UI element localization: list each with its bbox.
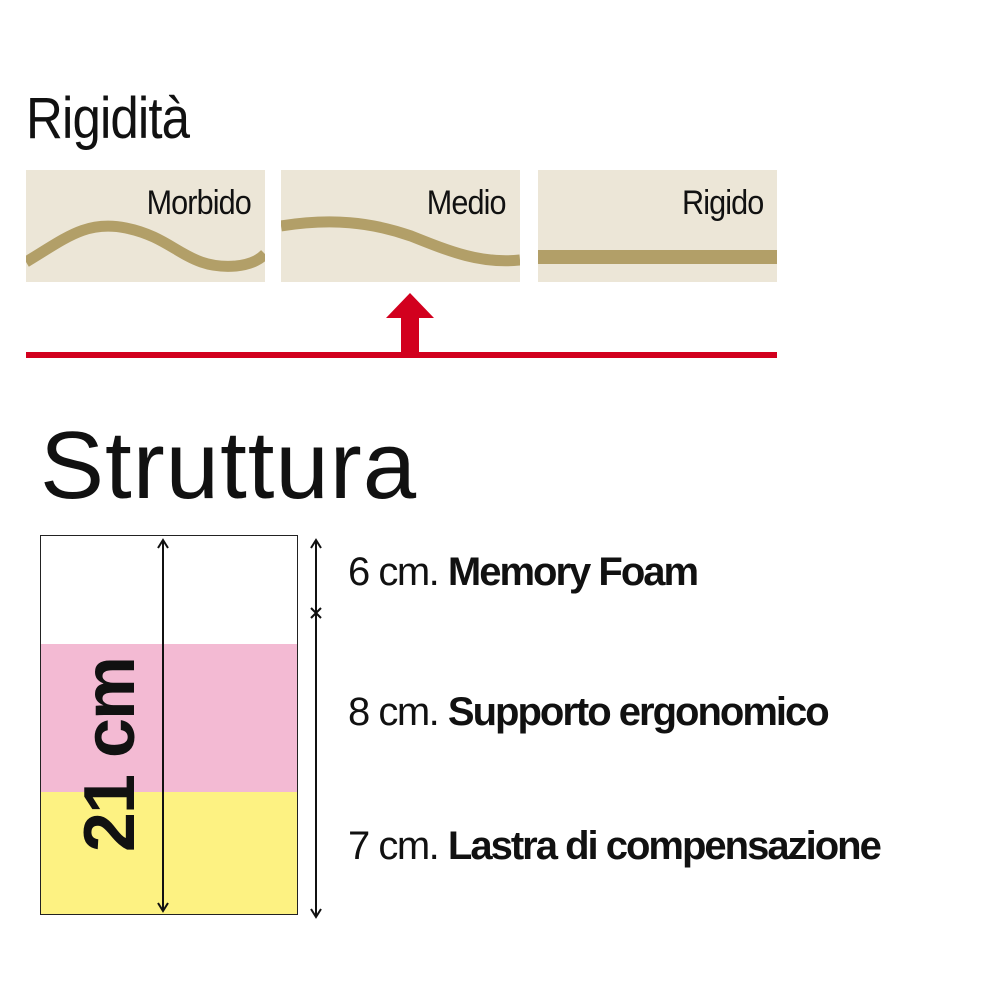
rigidity-title: Rigidità bbox=[26, 86, 190, 151]
layer-height-arrow-icon bbox=[310, 538, 322, 919]
layer-name: Memory Foam bbox=[447, 550, 699, 594]
rigidity-label-medium: Medio bbox=[427, 184, 507, 222]
layer-memory-foam-block bbox=[41, 536, 297, 644]
total-height-arrow-icon bbox=[157, 538, 169, 913]
layer-size: 8 cm. bbox=[348, 690, 440, 734]
rigidity-label-soft: Morbido bbox=[146, 184, 252, 222]
firm-line-icon bbox=[538, 250, 777, 264]
structure-title: Struttura bbox=[40, 412, 418, 519]
soft-wave-icon bbox=[26, 220, 265, 272]
layer-name: Lastra di compensazione bbox=[447, 824, 882, 868]
layer-size: 6 cm. bbox=[348, 550, 440, 594]
rigidity-indicator bbox=[26, 293, 777, 358]
layer-row-compensation-slab: 7 cm. Lastra di compensazione bbox=[348, 824, 882, 868]
layer-name: Supporto ergonomico bbox=[447, 690, 830, 734]
mattress-layer-stack bbox=[40, 535, 298, 915]
layer-row-memory-foam: 6 cm. Memory Foam bbox=[348, 550, 699, 594]
rigidity-option-soft: Morbido bbox=[26, 170, 265, 282]
layer-size: 7 cm. bbox=[348, 824, 440, 868]
layer-ergonomic-support-block bbox=[41, 644, 297, 792]
rigidity-label-firm: Rigido bbox=[681, 184, 764, 222]
rigidity-option-medium: Medio bbox=[281, 170, 520, 282]
rigidity-option-firm: Rigido bbox=[538, 170, 777, 282]
medium-wave-icon bbox=[281, 216, 520, 267]
layer-row-ergonomic-support: 8 cm. Supporto ergonomico bbox=[348, 690, 830, 734]
selected-arrow-icon bbox=[386, 293, 434, 356]
layer-compensation-slab-block bbox=[41, 792, 297, 914]
